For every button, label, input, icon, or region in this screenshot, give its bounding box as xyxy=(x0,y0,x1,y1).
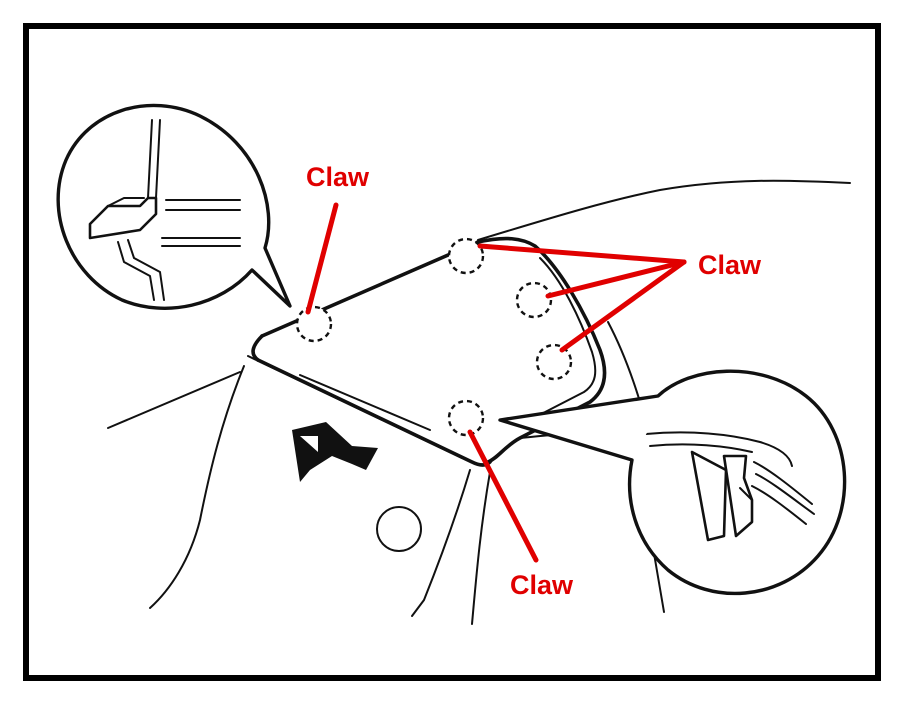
dashed-circle-icon xyxy=(447,237,485,275)
frame-border xyxy=(23,23,881,681)
claw-markers xyxy=(295,237,573,437)
claw-label-top-left: Claw xyxy=(306,162,370,192)
dashed-circle-icon xyxy=(447,399,485,437)
arrow-right-icon xyxy=(292,422,378,482)
claw-label-right: Claw xyxy=(698,250,762,280)
dashed-circle-icon xyxy=(535,343,573,381)
detail-callout-top-left xyxy=(56,103,292,310)
dashed-circle-icon xyxy=(295,305,333,343)
detail-callout-bottom-right xyxy=(498,369,847,596)
dashed-circle-icon xyxy=(515,281,553,319)
claw-label-bottom: Claw xyxy=(510,570,574,600)
claw-leader-lines xyxy=(305,202,687,563)
